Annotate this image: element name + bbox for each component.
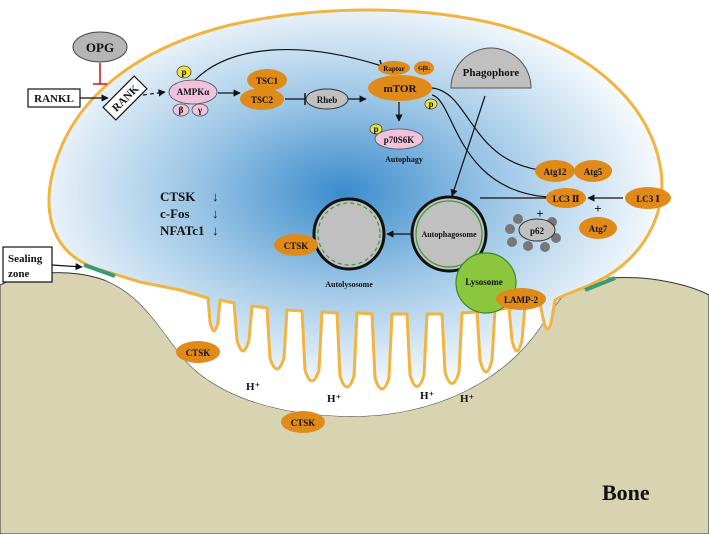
mtor-to-atg-curve: [431, 87, 541, 171]
autophagy-label: Autophagy: [385, 155, 423, 164]
opg-oval: [72, 31, 128, 63]
nfatc1-marker-label: NFATc1: [160, 223, 205, 238]
mtor-p-label: p: [428, 99, 433, 109]
ampk-inhibit-raptor-curve: [194, 49, 383, 81]
rank-to-ampk-arrow: [142, 89, 166, 97]
ctsk-autolysosome-label: CTSK: [284, 241, 309, 251]
autophagosome-label: Autophagosome: [421, 230, 477, 239]
p70s6k: [374, 128, 424, 150]
ampk-beta-label: β: [179, 105, 184, 115]
atg7: [579, 217, 617, 239]
ctsk-lacuna-bottom-label: CTSK: [291, 418, 316, 428]
tsc1-label: TSC1: [256, 76, 279, 86]
plus-sign-2: +: [594, 201, 601, 216]
atg5-label: Atg5: [584, 167, 603, 177]
ampk-p-label: p: [181, 67, 186, 77]
h-plus-1: H⁺: [246, 381, 261, 393]
plus-sign-1: +: [536, 206, 543, 221]
lysosome-label: Lysosome: [465, 277, 503, 287]
atg5: [574, 160, 612, 182]
ctsk-marker-label: CTSK: [160, 189, 196, 204]
lc3i-label: LC3 Ⅰ: [636, 194, 659, 204]
tsc1: [247, 69, 287, 91]
autolysosome-label: Autolysosome: [325, 280, 373, 289]
sealing-zone-right: [584, 276, 616, 292]
sealing-zone-label-line2: zone: [8, 268, 30, 280]
gbl: [414, 61, 434, 75]
tsc2-label: TSC2: [251, 95, 274, 105]
p62-label: p62: [530, 226, 545, 236]
ampk-gamma: [191, 103, 209, 117]
atg7-label: Atg7: [589, 224, 608, 234]
ctsk-lacuna-left: [176, 341, 220, 363]
lamp2-label: LAMP-2: [504, 295, 538, 305]
mtor: [368, 75, 432, 101]
sealing-zone-label-line1: Sealing: [8, 253, 43, 265]
ampk-alpha: [168, 79, 218, 105]
atg12: [535, 160, 575, 182]
lc3ii-label: LC3 Ⅱ: [553, 194, 580, 204]
h-plus-2: H⁺: [327, 393, 342, 405]
ampk-label: AMPKα: [177, 87, 210, 97]
ampk-beta: [172, 103, 190, 117]
ctsk-lacuna-left-label: CTSK: [186, 348, 211, 358]
sealing-zone-box: [2, 246, 53, 283]
opg-label: OPG: [86, 40, 114, 55]
ctsk-down-arrow: ↓: [212, 189, 219, 204]
autophagosome: [410, 195, 488, 273]
p70s6k-p-label: p: [373, 124, 378, 134]
cfos-marker-label: c-Fos: [160, 206, 190, 221]
phagophore-label: Phagophore: [463, 67, 520, 79]
lamp2: [496, 288, 546, 310]
autolysosome-inner-ring: [317, 202, 381, 266]
autolysosome: [312, 197, 386, 271]
phagophore: [450, 47, 532, 89]
rheb-label: Rheb: [317, 95, 338, 105]
rankl-label: RANKL: [34, 93, 74, 105]
lc3ii: [546, 188, 586, 208]
atg12-label: Atg12: [544, 167, 567, 177]
ctsk-autolysosome: [274, 234, 318, 256]
ampk-p-site: [176, 65, 192, 79]
p70s6k-p-site: [369, 123, 383, 135]
ampk-gamma-label: γ: [197, 105, 203, 115]
p70s6k-label: p70S6K: [384, 135, 415, 145]
gbl-label: GβL: [418, 66, 430, 72]
p62: [518, 218, 556, 242]
h-plus-4: H⁺: [460, 393, 475, 405]
tsc2: [240, 88, 284, 110]
sealing-zone-left: [83, 263, 116, 278]
h-plus-3: H⁺: [420, 390, 435, 402]
ctsk-lacuna-bottom: [281, 411, 325, 433]
raptor-label: Raptor: [383, 65, 404, 73]
sealing-zone-arrow: [51, 262, 83, 271]
autophagosome-inner-ring: [415, 200, 483, 268]
mtor-p-site: [424, 98, 438, 110]
mtor-label: mTOR: [384, 83, 418, 95]
nfatc1-down-arrow: ↓: [212, 223, 219, 238]
raptor: [378, 61, 410, 75]
phagophore-to-autophagosome-arrow: [450, 95, 486, 197]
lc3i: [625, 187, 671, 209]
cfos-down-arrow: ↓: [212, 206, 219, 221]
bone-label: Bone: [602, 480, 650, 505]
mtor-to-lc3-curve: [431, 94, 549, 198]
